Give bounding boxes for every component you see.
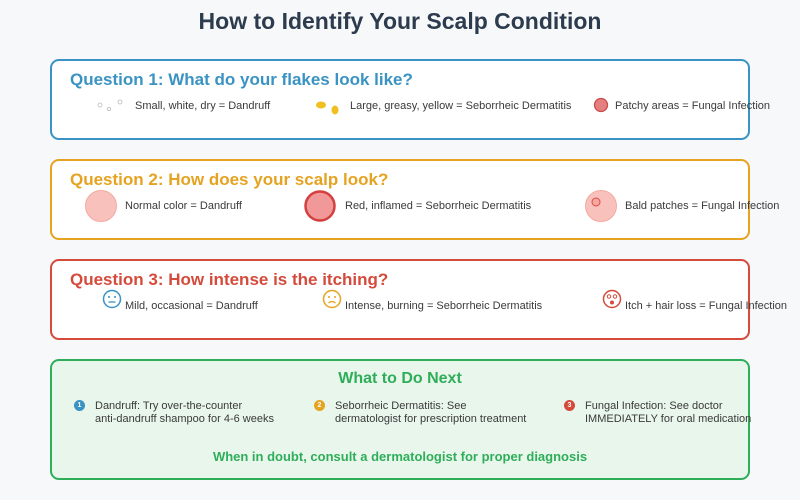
step-2-line-1: Seborrheic Dermatitis: See	[335, 400, 467, 412]
neutral-face-icon	[102, 289, 122, 309]
step-3-line-1: Fungal Infection: See doctor	[585, 400, 723, 412]
question-2-card: Question 2: How does your scalp look? No…	[50, 159, 779, 240]
distressed-face-icon	[602, 289, 622, 309]
page-title: How to Identify Your Scalp Condition	[198, 8, 602, 34]
step-3-number-icon: 3	[564, 400, 575, 411]
option-mild-occasional: Mild, occasional = Dandruff	[125, 300, 258, 312]
step-2-number-icon: 2	[314, 400, 325, 411]
option-intense-burning: Intense, burning = Seborrheic Dermatitis	[345, 300, 543, 312]
dermatologist-footnote: When in doubt, consult a dermatologist f…	[212, 449, 588, 464]
question-1-title: Question 1: What do your flakes look lik…	[70, 70, 413, 89]
option-patchy-areas: Patchy areas = Fungal Infection	[615, 100, 771, 112]
option-normal-color: Normal color = Dandruff	[125, 200, 242, 212]
question-3-card: Question 3: How intense is the itching? …	[50, 259, 787, 340]
option-small-white-dry: Small, white, dry = Dandruff	[135, 100, 271, 112]
option-red-inflamed: Red, inflamed = Seborrheic Dermatitis	[345, 200, 532, 212]
step-3-text: Fungal Infection: See doctor IMMEDIATELY…	[585, 400, 751, 426]
option-bald-patches: Bald patches = Fungal Infection	[625, 200, 780, 212]
normal-scalp-icon	[85, 190, 117, 222]
next-steps-card: What to Do Next 1 Dandruff: Try over-the…	[50, 359, 751, 480]
step-1-line-2: anti-dandruff shampoo for 4-6 weeks	[95, 413, 274, 425]
bald-patch-icon	[585, 190, 617, 222]
question-2-title: Question 2: How does your scalp look?	[70, 170, 389, 189]
step-2-text: Seborrheic Dermatitis: See dermatologist…	[335, 400, 526, 426]
inflamed-scalp-icon	[304, 190, 336, 222]
patchy-area-icon	[593, 97, 609, 113]
frown-face-icon	[322, 289, 342, 309]
option-itch-hair-loss: Itch + hair loss = Fungal Infection	[625, 300, 788, 312]
step-2-line-2: dermatologist for prescription treatment	[335, 413, 527, 425]
question-1-card: Question 1: What do your flakes look lik…	[50, 59, 770, 140]
greasy-flakes-icon	[316, 101, 339, 115]
question-3-title: Question 3: How intense is the itching?	[70, 270, 389, 289]
step-1-text: Dandruff: Try over-the-counter anti-dand…	[95, 400, 274, 426]
step-1-line-1: Dandruff: Try over-the-counter	[95, 400, 243, 412]
option-large-greasy-yellow: Large, greasy, yellow = Seborrheic Derma…	[350, 100, 572, 112]
small-flakes-icon	[97, 99, 123, 111]
step-1-number-icon: 1	[74, 400, 85, 411]
step-3-line-2: IMMEDIATELY for oral medication	[585, 413, 752, 425]
next-steps-title: What to Do Next	[338, 370, 462, 387]
